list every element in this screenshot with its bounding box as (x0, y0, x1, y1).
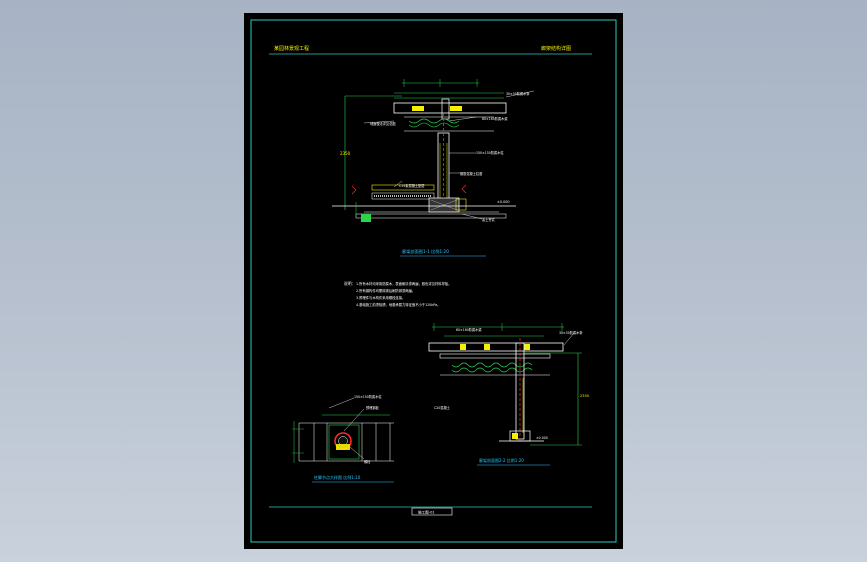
notes-line: 2.所有钢构件均需除锈后刷防锈漆两遍。 (356, 288, 415, 293)
title-block-box (411, 507, 453, 516)
detail-annotation: 螺栓 (364, 459, 371, 464)
detail-annotation: 预埋钢板 (366, 405, 380, 410)
notes-heading: 说明： (344, 281, 355, 286)
section-1-drawing: 2350 (332, 79, 535, 222)
notes-line: 3.预埋件与木构件采用螺栓连接。 (356, 295, 405, 300)
notes-line: 4.基础施工前须验槽，地基承载力特征值不小于120kPa。 (356, 302, 440, 307)
section-2-annotation: 80×160防腐木梁 (456, 327, 482, 332)
section-1-annotation: 钢筋混凝土柱基 (460, 171, 483, 176)
section-2-drawing: 2350 (428, 323, 590, 446)
detail-title: 柱脚节点大样图 比例1:10 (314, 474, 361, 480)
svg-text:2350: 2350 (340, 151, 351, 156)
section-2-annotation: 30×50防腐木条 (559, 330, 583, 335)
detail-drawing (292, 397, 394, 463)
drawing-canvas: 某园林景观工程 廊架结构详图 2350 (250, 19, 617, 543)
section-1-annotation: C15素混凝土垫层 (399, 183, 424, 188)
detail-annotation: C20混凝土 (434, 405, 451, 410)
svg-text:2350: 2350 (580, 394, 590, 398)
section-1-annotation: 80×160防腐木梁 (482, 116, 508, 121)
section-1-annotation: 素土夯实 (482, 217, 495, 222)
detail-annotation: 150×150防腐木柱 (354, 394, 382, 399)
section-1-annotation: 地面做法详见总图 (370, 121, 396, 126)
section-2-title: 廊架剖面图2-2 比例1:20 (479, 457, 524, 463)
drawing-sheet[interactable]: 某园林景观工程 廊架结构详图 2350 (244, 13, 623, 549)
section-1-annotation: 30×50防腐木条 (506, 91, 530, 96)
title-block-text: 施工图-01 (418, 510, 435, 515)
header-left-text: 某园林景观工程 (274, 45, 309, 52)
notes-line: 1.所有木材均采用防腐木，表面刷清漆两遍，颜色详见材料样板。 (356, 281, 451, 286)
section-1-level: ±0.000 (497, 200, 510, 204)
header-right-text: 廊架结构详图 (541, 45, 571, 52)
section-1-title: 廊架剖面图1-1 比例1:20 (402, 248, 449, 255)
section-1-annotation: 150×150防腐木柱 (476, 150, 504, 155)
sheet-border (250, 19, 617, 543)
section-2-level: ±0.000 (536, 436, 548, 440)
